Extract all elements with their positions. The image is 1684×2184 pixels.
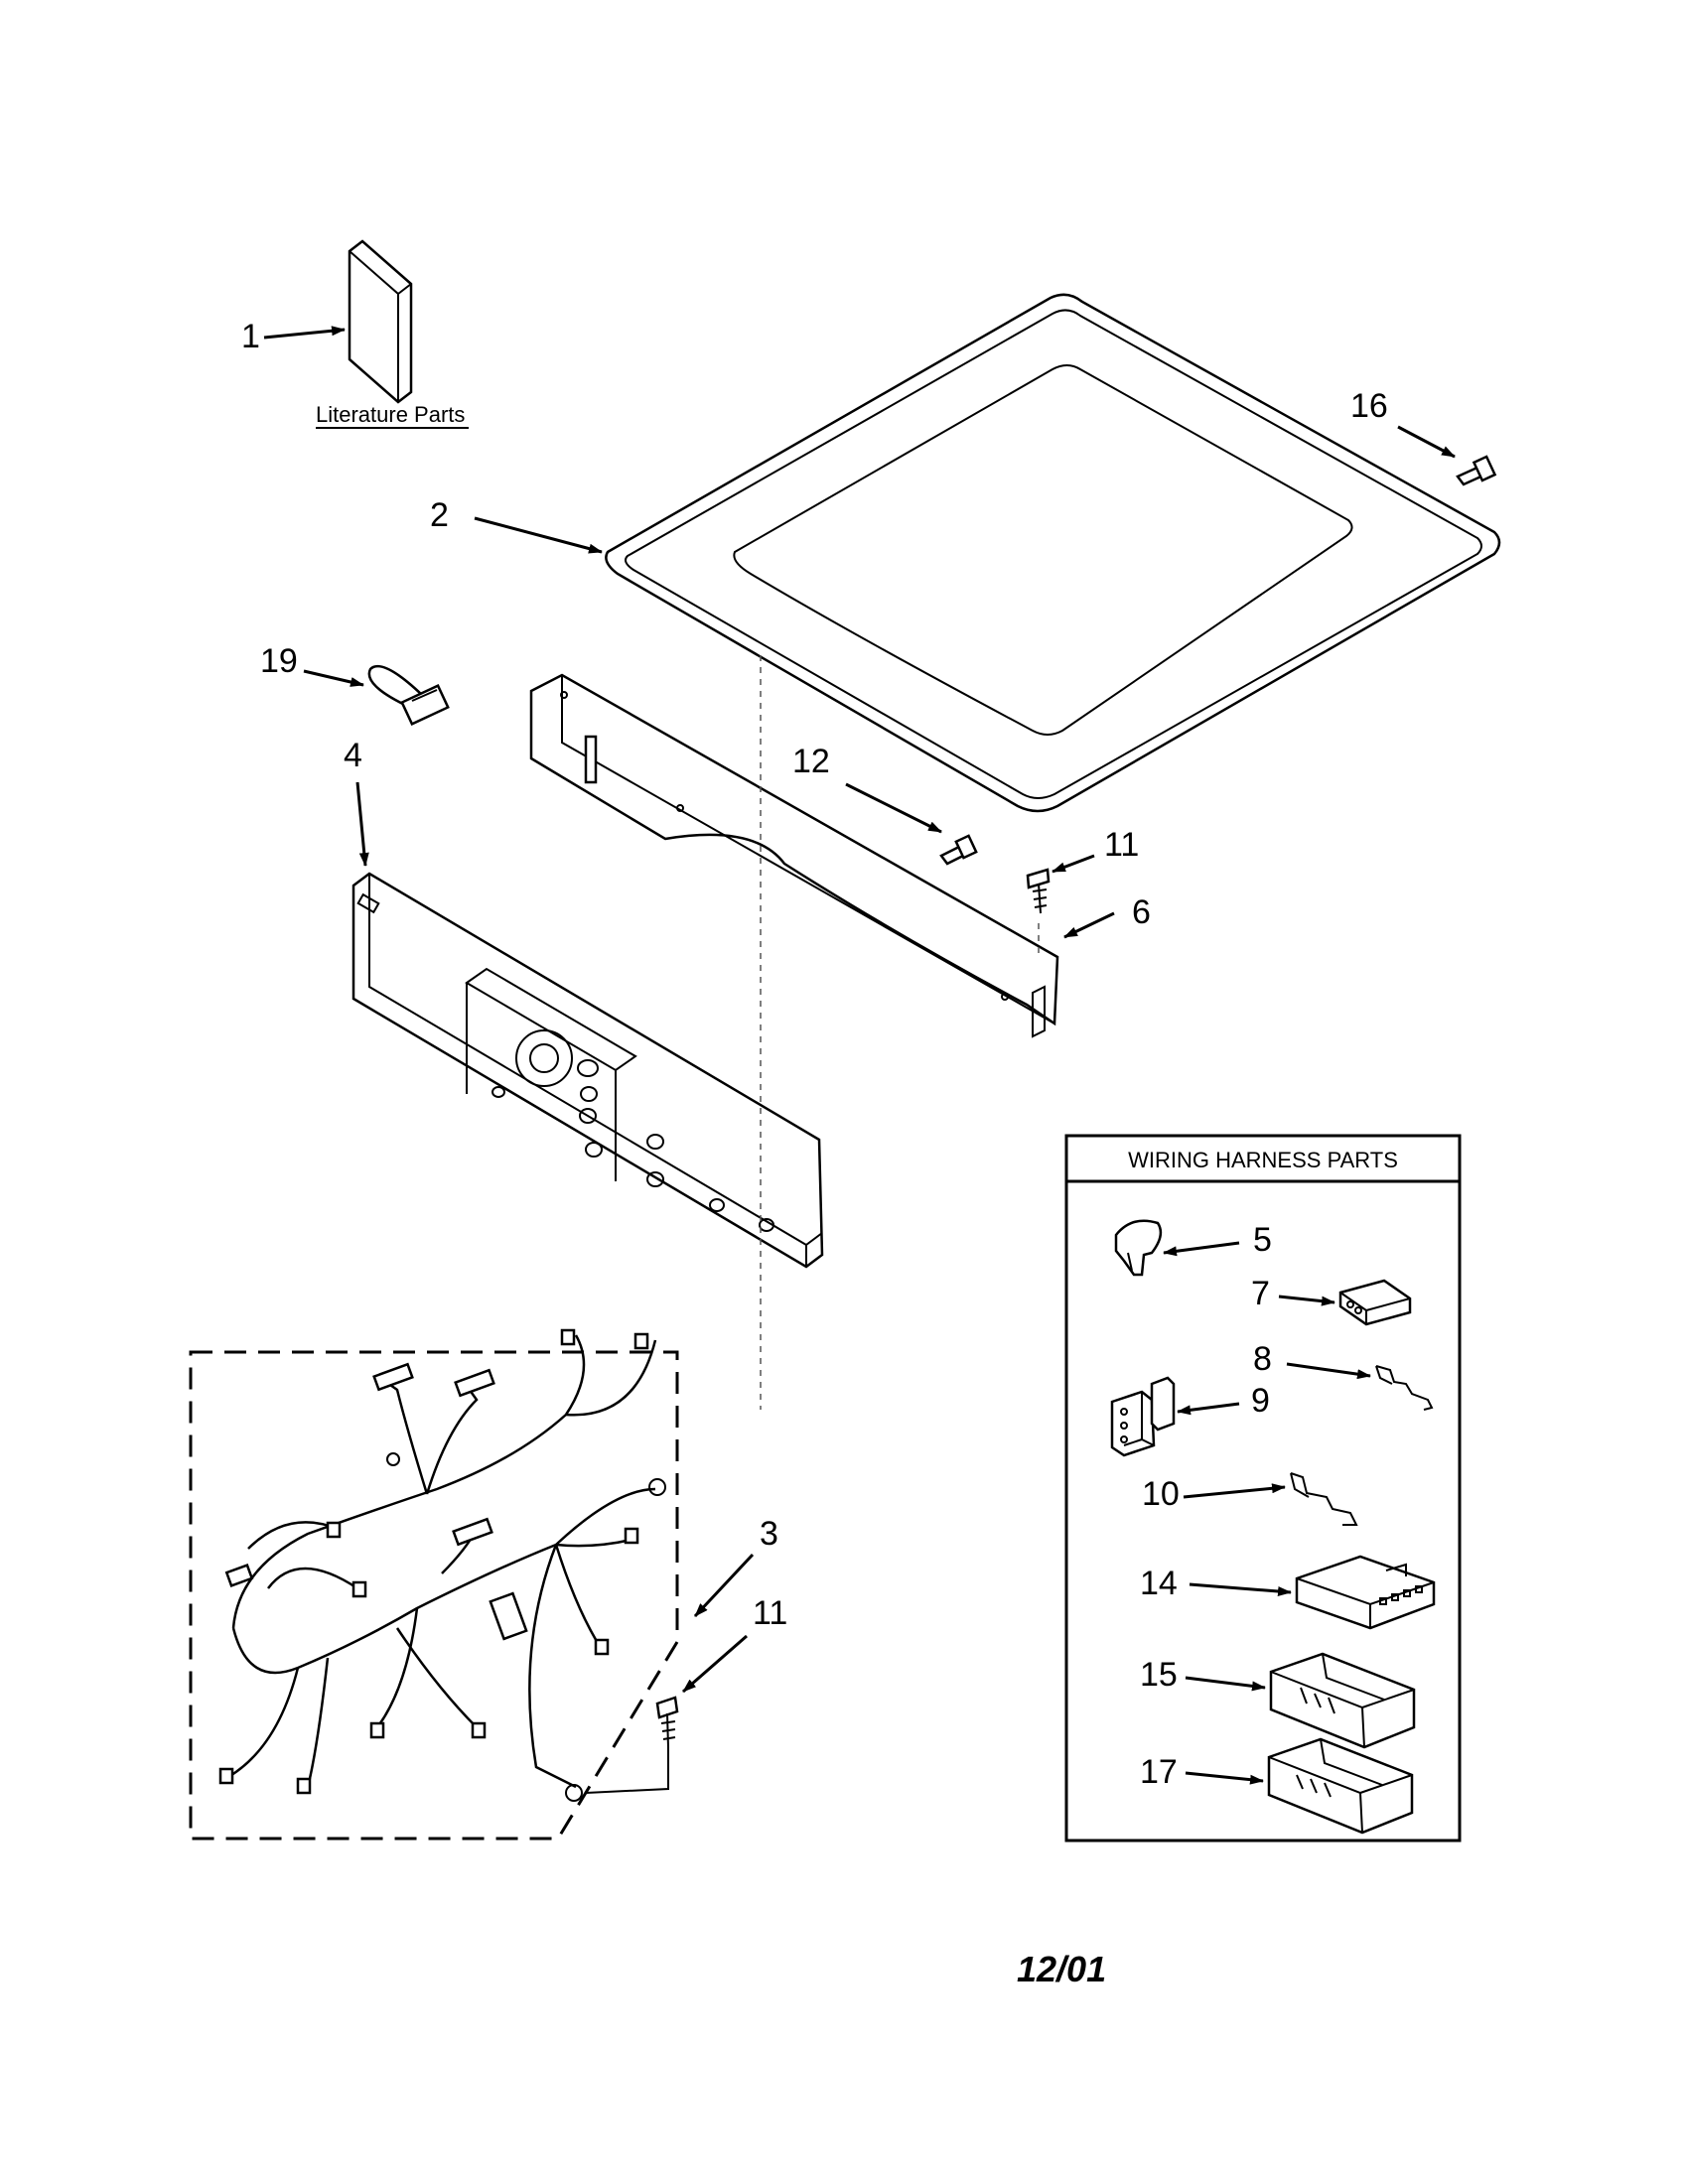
callout-3: 3 [760, 1515, 778, 1553]
clip-5 [1114, 1219, 1163, 1277]
callout-6: 6 [1132, 893, 1151, 931]
housing-15 [1269, 1652, 1416, 1749]
leader-7 [1278, 1295, 1335, 1306]
wiring-box-title: WIRING HARNESS PARTS [1128, 1148, 1398, 1172]
leader-4 [355, 781, 369, 867]
callout-4: 4 [344, 737, 362, 774]
top-lid [605, 293, 1501, 813]
leader-3 [693, 1553, 755, 1618]
leader-19 [303, 669, 364, 687]
screw-11-lower [585, 1696, 679, 1794]
console-bracket-6 [529, 673, 1059, 1038]
leader-11-upper [1052, 854, 1095, 874]
leader-9 [1177, 1402, 1240, 1416]
callout-15: 15 [1140, 1656, 1178, 1694]
leader-10 [1183, 1483, 1286, 1499]
screw-16 [1456, 455, 1497, 486]
callout-11-lower: 11 [753, 1594, 787, 1632]
terminal-8 [1375, 1365, 1434, 1411]
callout-10: 10 [1142, 1475, 1180, 1513]
callout-1: 1 [241, 318, 260, 355]
leader-15 [1185, 1676, 1266, 1692]
screw-12 [939, 834, 978, 866]
literature-booklet [348, 239, 413, 404]
leader-6 [1063, 911, 1115, 939]
callout-12: 12 [792, 743, 830, 780]
callout-7: 7 [1251, 1275, 1270, 1312]
screw-11-upper [1026, 868, 1051, 914]
connector-7 [1338, 1279, 1412, 1326]
callout-16: 16 [1350, 387, 1388, 425]
leader-2 [474, 516, 603, 554]
callout-19: 19 [260, 642, 298, 680]
leader-12 [845, 782, 942, 834]
literature-parts-label: Literature Parts [316, 402, 465, 427]
leader-1 [263, 326, 346, 340]
callout-14: 14 [1140, 1565, 1178, 1602]
leader-16 [1397, 425, 1456, 459]
leader-17 [1185, 1771, 1264, 1785]
callout-11-upper: 11 [1104, 826, 1139, 864]
callout-5: 5 [1253, 1221, 1272, 1259]
wiring-harness-parts-box [1064, 1134, 1462, 1843]
leader-8 [1286, 1362, 1371, 1380]
callout-9: 9 [1251, 1382, 1270, 1420]
housing-9 [1110, 1376, 1176, 1457]
callout-8: 8 [1253, 1340, 1272, 1378]
leader-14 [1189, 1582, 1292, 1596]
callout-17: 17 [1140, 1753, 1178, 1791]
wiring-harness-3 [189, 1328, 679, 1841]
leader-11-lower [682, 1634, 748, 1694]
harness-connector-19 [367, 664, 450, 726]
connector-block-14 [1295, 1555, 1436, 1630]
terminal-10 [1290, 1472, 1358, 1526]
housing-17 [1267, 1737, 1414, 1835]
control-console-4 [351, 872, 824, 1269]
leader-5 [1163, 1241, 1240, 1257]
callout-2: 2 [430, 496, 449, 534]
date-code: 12/01 [1017, 1949, 1106, 1989]
